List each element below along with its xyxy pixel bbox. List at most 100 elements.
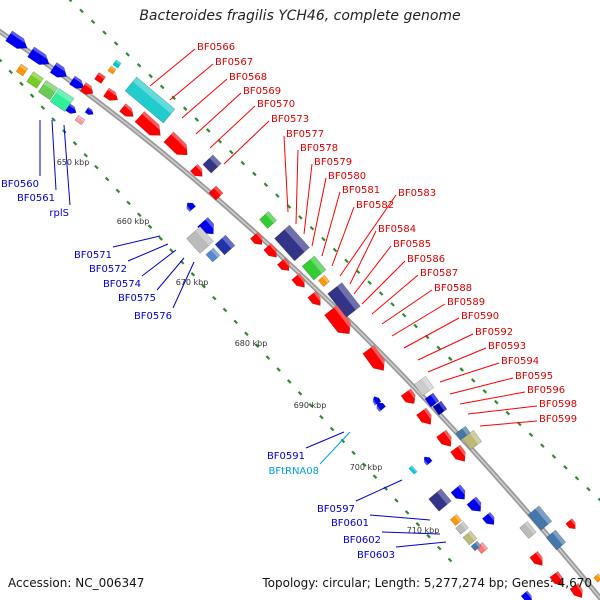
gene-label-red: BF0598 <box>539 399 577 410</box>
topology-text: Topology: circular; Length: 5,277,274 bp… <box>262 576 592 590</box>
gene-arrow <box>529 551 543 566</box>
tick-mark <box>254 343 260 348</box>
gene-box <box>545 529 567 551</box>
gene-label-red: BF0586 <box>407 254 445 265</box>
gene-arrow <box>5 30 28 49</box>
gene-box <box>428 488 452 512</box>
tick-mark <box>426 533 431 539</box>
gene-track <box>5 30 600 600</box>
gene-box <box>214 234 236 256</box>
leader-line <box>51 119 57 191</box>
leader-line <box>283 135 289 213</box>
leader-line <box>417 333 474 361</box>
gene-label-red: BF0589 <box>447 297 485 308</box>
leader-line <box>295 149 299 225</box>
leader-line <box>479 420 538 427</box>
gene-label-blue: BF0575 <box>118 293 156 304</box>
tick-marks <box>0 0 600 563</box>
gene-label-red: BF0593 <box>488 341 526 352</box>
gene-box <box>461 429 483 451</box>
gene-arrow <box>436 429 452 447</box>
gene-label-red: BF0592 <box>475 327 513 338</box>
gene-arrow <box>372 396 382 406</box>
tick-mark <box>540 443 545 448</box>
gene-box <box>26 71 44 89</box>
gene-arrow <box>134 111 161 136</box>
tick-mark <box>205 128 211 133</box>
gene-box <box>470 540 482 552</box>
tick-mark <box>321 236 326 242</box>
leader-line <box>459 391 526 405</box>
gene-arrow <box>119 103 134 117</box>
gene-box <box>202 154 222 174</box>
gene-box <box>527 505 553 531</box>
leader-line <box>353 245 392 295</box>
gene-label-blue: BF0603 <box>357 550 395 561</box>
gene-arrow <box>520 590 533 600</box>
kbp-label: 680 kbp <box>235 339 268 348</box>
gene-arrow <box>189 163 203 177</box>
gene-box <box>112 59 122 69</box>
leader-line <box>63 124 71 206</box>
gene-arrow <box>49 62 67 78</box>
tick-mark <box>362 462 367 468</box>
tick-mark <box>137 212 142 218</box>
gene-label-red: BF0584 <box>378 224 416 235</box>
tick-mark <box>340 438 346 444</box>
label-leaders <box>39 48 538 548</box>
gene-label-blue: BF0602 <box>343 535 381 546</box>
gene-arrow <box>400 388 416 404</box>
gene-box <box>259 211 277 229</box>
leader-line <box>305 431 345 449</box>
gene-label-red: BF0566 <box>197 42 235 53</box>
gene-label-red: BF0583 <box>398 188 436 199</box>
tick-mark <box>94 164 99 170</box>
tick-mark <box>287 379 292 384</box>
gene-box <box>208 185 224 201</box>
gene-arrow <box>450 444 466 462</box>
gene-box <box>413 375 435 397</box>
gene-box <box>432 400 448 416</box>
gene-label-red: BF0573 <box>271 114 309 125</box>
leader-line <box>381 289 433 325</box>
gene-label-red: BF0569 <box>243 86 281 97</box>
tick-mark <box>233 319 238 325</box>
leader-line <box>223 120 270 165</box>
kbp-label: 660 kbp <box>117 217 150 226</box>
tick-mark <box>528 432 534 438</box>
gene-arrow <box>249 231 263 245</box>
tick-mark <box>378 291 384 296</box>
gene-box <box>455 425 471 441</box>
tick-mark <box>51 117 56 122</box>
leader-line <box>331 206 355 267</box>
leader-line <box>127 243 169 262</box>
gene-box <box>318 275 330 287</box>
tick-mark <box>551 454 557 459</box>
tick-mark <box>436 345 441 351</box>
accession-text: Accession: NC_006347 <box>8 576 145 590</box>
gene-arrow <box>263 243 277 258</box>
gene-label-blue: BF0591 <box>267 451 305 462</box>
leader-line <box>403 317 460 349</box>
tick-mark <box>90 19 96 25</box>
tick-mark <box>171 95 176 101</box>
gene-arrow <box>549 571 563 586</box>
leader-line <box>395 541 447 548</box>
gene-label-red: BF0590 <box>461 311 499 322</box>
gene-arrow <box>307 291 321 306</box>
leader-line <box>303 163 313 235</box>
gene-arrow <box>362 345 385 371</box>
gene-label-blue: BF0574 <box>103 279 141 290</box>
gene-arrow <box>481 511 495 525</box>
gene-label-blue: BF0571 <box>74 250 112 261</box>
tick-mark <box>344 258 349 264</box>
gene-arrow <box>27 46 50 65</box>
gene-arrow <box>569 583 583 599</box>
tick-mark <box>136 62 142 68</box>
tick-mark <box>394 498 399 503</box>
tick-mark <box>332 247 338 253</box>
gene-label-blue: BF0572 <box>89 264 127 275</box>
gene-arrow <box>103 87 119 101</box>
